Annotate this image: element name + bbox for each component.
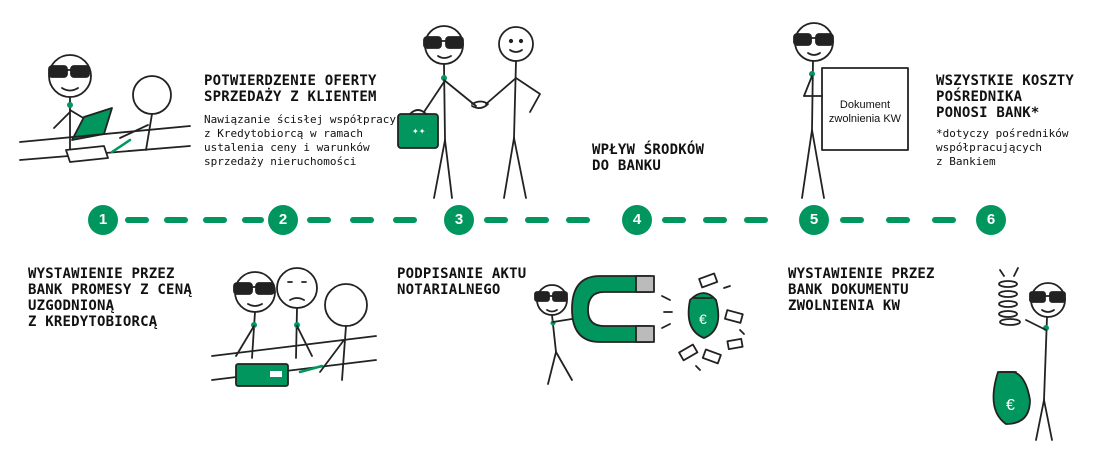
- timeline-dash: [484, 217, 508, 223]
- step-1-title: WYSTAWIENIE PRZEZ BANK PROMESY Z CENĄ UZ…: [28, 266, 192, 330]
- timeline-dash: [393, 217, 417, 223]
- timeline-dash: [662, 217, 686, 223]
- step-6-title: WSZYSTKIE KOSZTY POŚREDNIKA PONOSI BANK*: [936, 73, 1075, 121]
- timeline-dash: [566, 217, 590, 223]
- step-3-marker: 3: [444, 205, 474, 235]
- svg-text:€: €: [699, 311, 707, 327]
- svg-text:€: €: [1006, 397, 1015, 414]
- svg-text:✦✦: ✦✦: [412, 127, 426, 136]
- meeting-illustration-icon: [19, 54, 191, 163]
- step-4-marker: 4: [622, 205, 652, 235]
- money-bag-illustration-icon: €: [992, 267, 1066, 441]
- step-2-title: POTWIERDZENIE OFERTY SPRZEDAŻY Z KLIENTE…: [204, 73, 377, 105]
- sign-line-1: Dokument: [840, 99, 890, 111]
- timeline-dash: [703, 217, 727, 223]
- step-2-description: Nawiązanie ścisłej współpracy z Kredytob…: [204, 113, 397, 168]
- timeline-dash: [203, 217, 227, 223]
- step-5-title: WYSTAWIENIE PRZEZ BANK DOKUMENTU ZWOLNIE…: [788, 266, 935, 314]
- step-3-title: PODPISANIE AKTU NOTARIALNEGO: [397, 266, 527, 298]
- step-1-marker: 1: [88, 205, 118, 235]
- timeline-dash: [840, 217, 864, 223]
- timeline-dash: [744, 217, 768, 223]
- sign-line-2: zwolnienia KW: [829, 113, 902, 125]
- signing-illustration-icon: [211, 267, 377, 387]
- step-5-marker: 5: [799, 205, 829, 235]
- timeline-dash: [350, 217, 374, 223]
- timeline-dash: [242, 217, 264, 223]
- timeline-dash: [125, 217, 149, 223]
- step-4-title: WPŁYW ŚRODKÓW DO BANKU: [592, 142, 705, 174]
- step-6-marker: 6: [976, 205, 1006, 235]
- timeline-dash: [932, 217, 956, 223]
- magnet-money-illustration-icon: €: [534, 272, 745, 385]
- timeline-dash: [525, 217, 549, 223]
- timeline-dash: [164, 217, 188, 223]
- handshake-illustration-icon: ✦✦: [397, 25, 541, 199]
- step-6-description: *dotyczy pośredników współpracujących z …: [936, 127, 1069, 168]
- step-2-marker: 2: [268, 205, 298, 235]
- timeline-dash: [307, 217, 331, 223]
- timeline-dash: [886, 217, 910, 223]
- document-sign-illustration-icon: Dokument zwolnienia KW: [793, 22, 909, 199]
